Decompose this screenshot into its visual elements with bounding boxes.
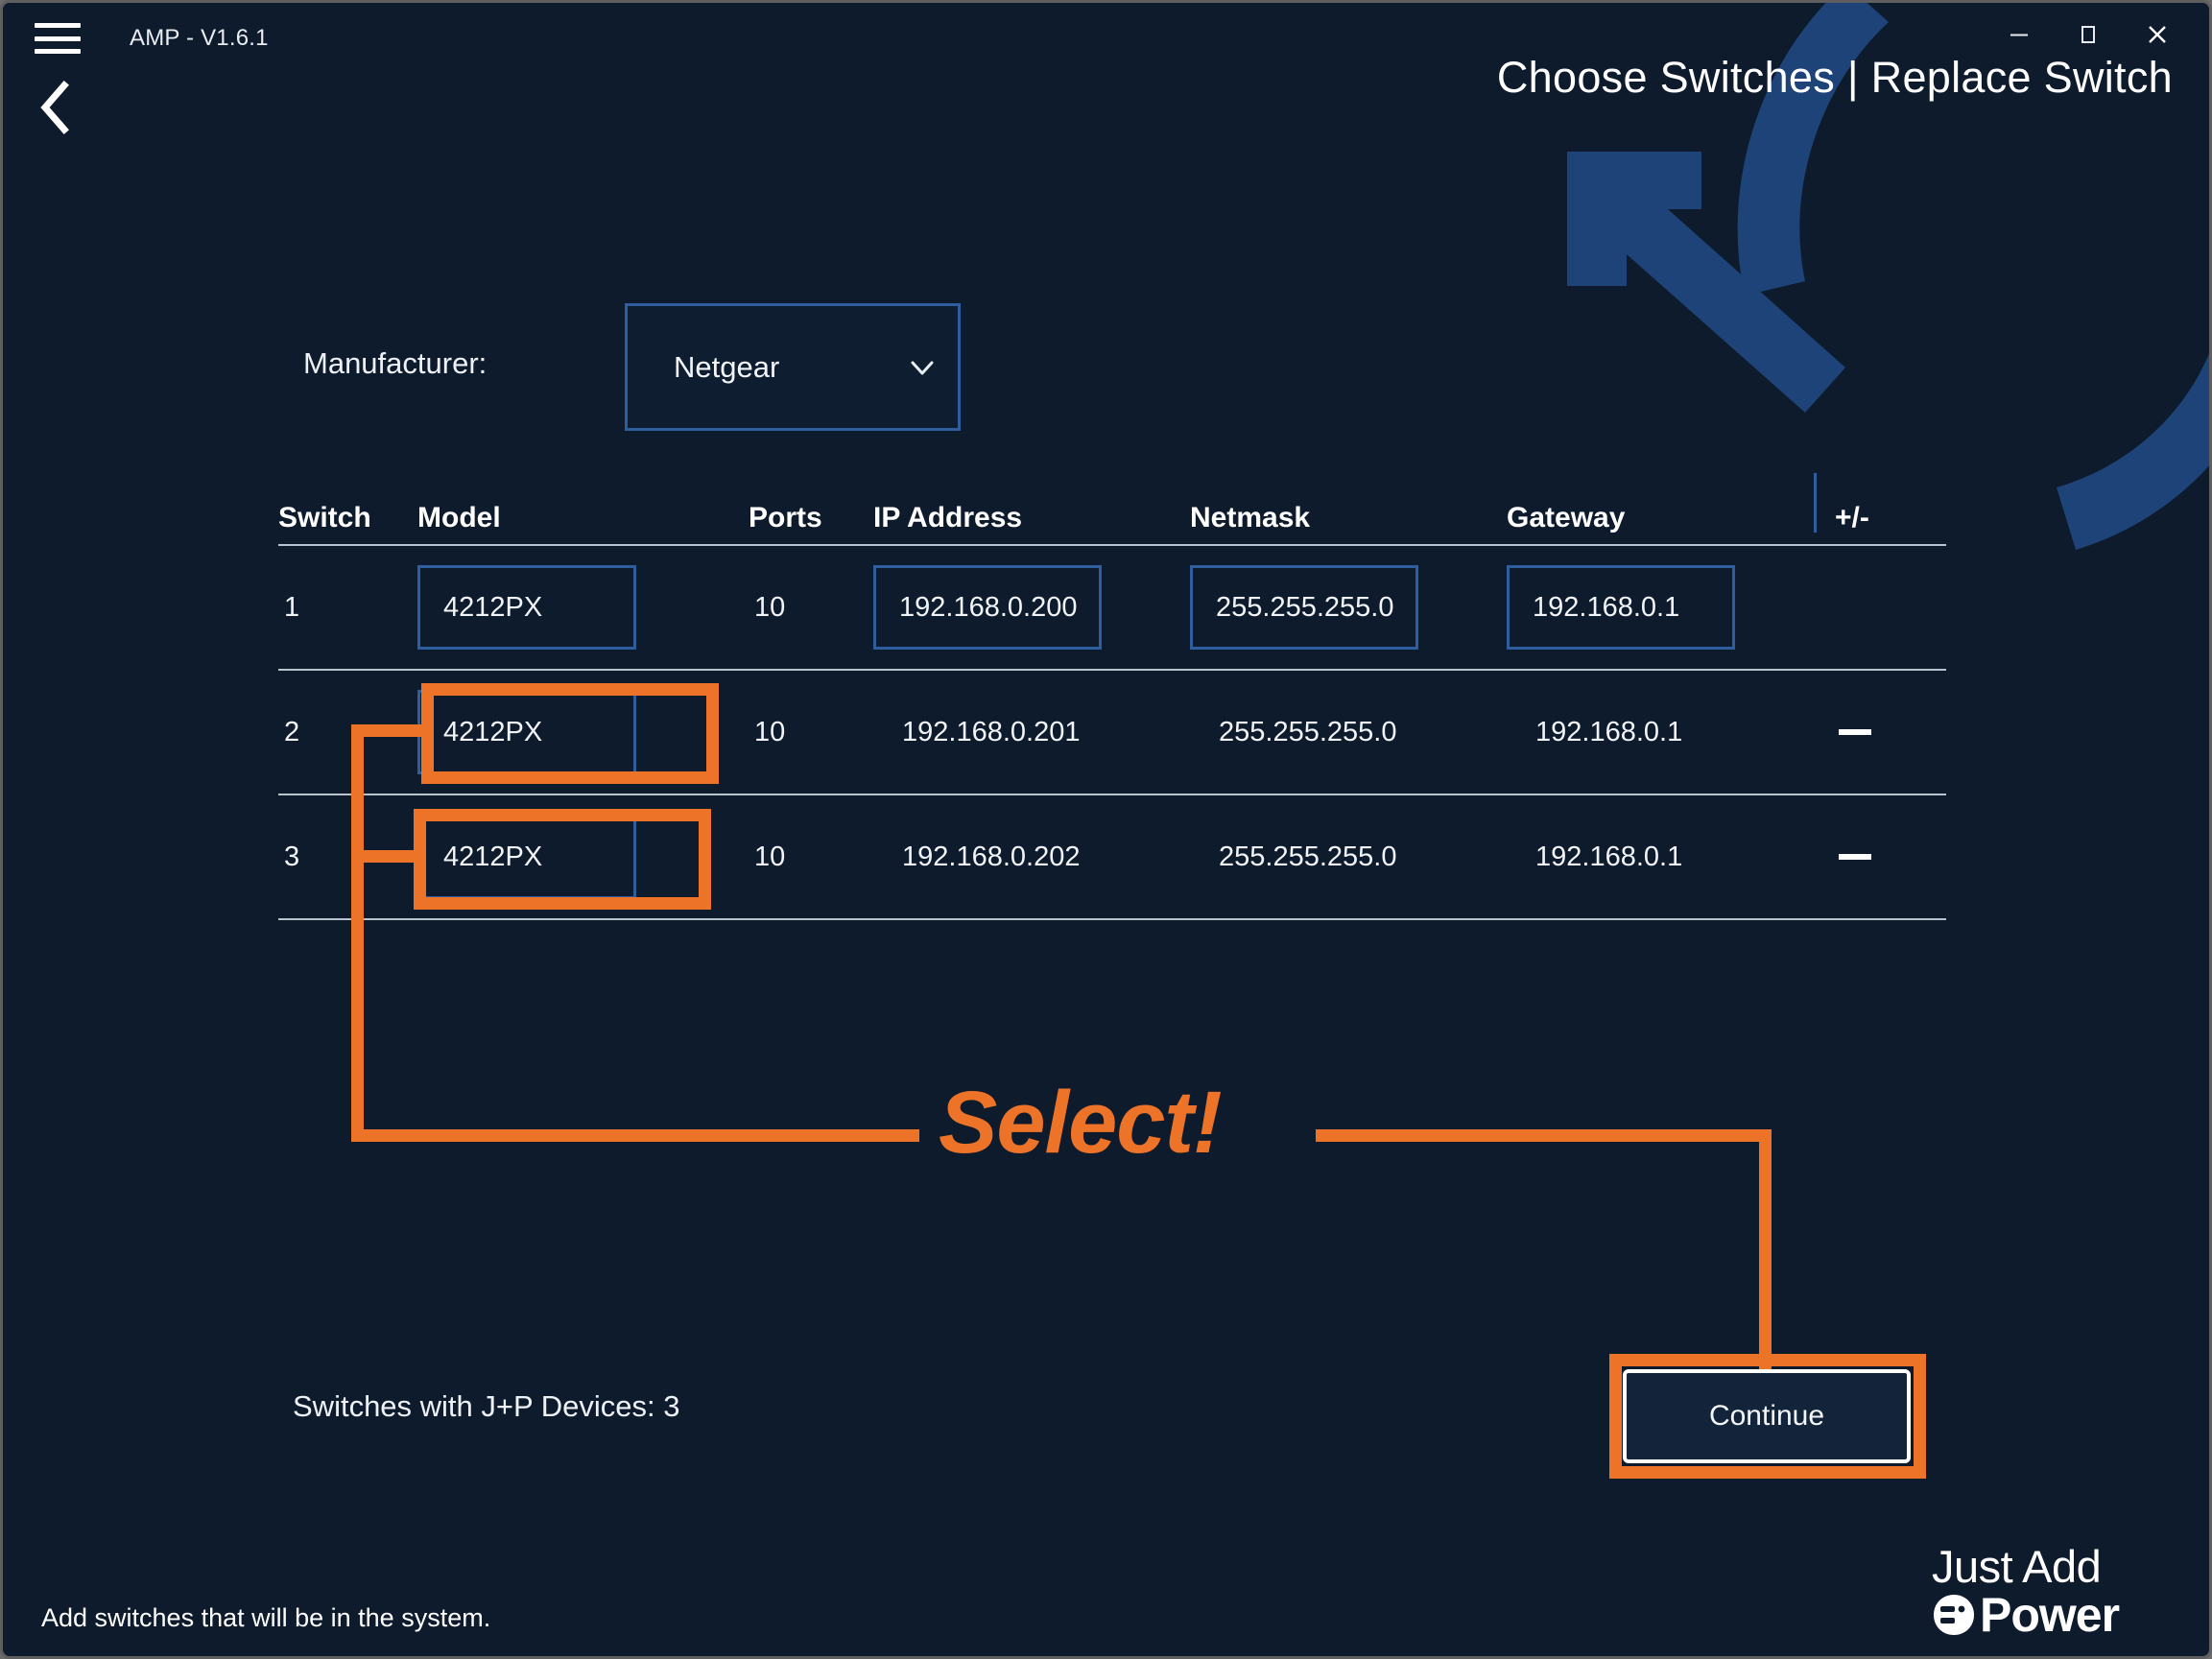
maximize-icon bbox=[2081, 26, 2095, 43]
annotation-connector-to-label-left bbox=[351, 1129, 919, 1142]
annotation-callout-text: Select! bbox=[939, 1074, 1223, 1172]
row-ip-address: 192.168.0.202 bbox=[902, 841, 1081, 872]
row-switch-number: 1 bbox=[284, 591, 300, 623]
window-canvas: AMP - V1.6.1 Choose bbox=[3, 3, 2209, 1656]
header-divider bbox=[1814, 473, 1817, 533]
power-outlet-icon bbox=[1934, 1595, 1974, 1635]
maximize-button[interactable] bbox=[2054, 11, 2123, 59]
chevron-left-icon bbox=[40, 81, 69, 134]
model-input[interactable]: 4212PX bbox=[417, 565, 636, 650]
gateway-input[interactable]: 192.168.0.1 bbox=[1507, 565, 1735, 650]
close-button[interactable] bbox=[2123, 11, 2192, 59]
ip-address-input[interactable]: 192.168.0.200 bbox=[873, 565, 1102, 650]
row-switch-number: 3 bbox=[284, 841, 300, 872]
table-header-row: Switch Model Ports IP Address Netmask Ga… bbox=[278, 463, 1946, 546]
row-ports: 10 bbox=[754, 841, 786, 872]
hamburger-bar bbox=[35, 23, 81, 28]
manufacturer-label: Manufacturer: bbox=[303, 346, 488, 380]
row-gateway: 192.168.0.1 bbox=[1535, 716, 1683, 747]
minimize-icon bbox=[2010, 34, 2028, 36]
status-hint: Add switches that will be in the system. bbox=[41, 1603, 491, 1632]
just-add-power-logo: Just Add Power bbox=[1932, 1544, 2186, 1639]
logo-line-1: Just Add bbox=[1932, 1541, 2102, 1592]
manufacturer-select[interactable]: Netgear bbox=[625, 303, 961, 431]
chevron-down-icon bbox=[911, 361, 934, 374]
page-title: Choose Switches | Replace Switch bbox=[1496, 53, 2173, 102]
row-switch-number: 2 bbox=[284, 716, 300, 747]
row-ip-address: 192.168.0.201 bbox=[902, 716, 1081, 747]
header-gateway: Gateway bbox=[1507, 502, 1626, 533]
hamburger-bar bbox=[35, 36, 81, 41]
header-plus-minus: +/- bbox=[1835, 502, 1869, 533]
model-input[interactable]: 4212PX bbox=[417, 690, 636, 774]
remove-row-button[interactable] bbox=[1839, 854, 1871, 860]
annotation-connector-to-button-drop bbox=[1759, 1129, 1772, 1369]
row-gateway: 192.168.0.1 bbox=[1535, 841, 1683, 872]
manufacturer-value: Netgear bbox=[674, 349, 780, 384]
header-ports: Ports bbox=[749, 502, 822, 533]
logo-word-power: Power bbox=[1980, 1588, 2120, 1642]
switches-table: Switch Model Ports IP Address Netmask Ga… bbox=[278, 463, 1946, 920]
continue-button[interactable]: Continue bbox=[1623, 1369, 1911, 1463]
header-switch: Switch bbox=[278, 502, 371, 533]
table-row: 2 4212PX 10 192.168.0.201 255.255.255.0 … bbox=[278, 671, 1946, 795]
table-row: 1 4212PX 10 192.168.0.200 255.255.255.0 … bbox=[278, 546, 1946, 671]
close-icon bbox=[2149, 26, 2166, 43]
row-ports: 10 bbox=[754, 716, 786, 747]
row-netmask: 255.255.255.0 bbox=[1219, 841, 1397, 872]
row-netmask: 255.255.255.0 bbox=[1219, 716, 1397, 747]
header-netmask: Netmask bbox=[1190, 502, 1311, 533]
table-row: 3 4212PX 10 192.168.0.202 255.255.255.0 … bbox=[278, 795, 1946, 920]
hamburger-menu-icon[interactable] bbox=[35, 19, 81, 58]
jp-devices-count: Switches with J+P Devices: 3 bbox=[293, 1389, 680, 1423]
hamburger-bar bbox=[35, 49, 81, 54]
logo-line-2: Power bbox=[1932, 1591, 2186, 1639]
header-model: Model bbox=[417, 502, 501, 533]
remove-row-button[interactable] bbox=[1839, 729, 1871, 735]
model-input[interactable]: 4212PX bbox=[417, 815, 636, 899]
back-button[interactable] bbox=[32, 78, 82, 137]
row-ports: 10 bbox=[754, 591, 786, 623]
app-title: AMP - V1.6.1 bbox=[130, 25, 269, 51]
header-ip-address: IP Address bbox=[873, 502, 1023, 533]
title-bar: AMP - V1.6.1 Choose bbox=[3, 3, 2209, 102]
minimize-button[interactable] bbox=[1985, 11, 2054, 59]
window-controls bbox=[1985, 11, 2192, 59]
netmask-input[interactable]: 255.255.255.0 bbox=[1190, 565, 1418, 650]
annotation-connector-to-button-top bbox=[1316, 1129, 1772, 1142]
